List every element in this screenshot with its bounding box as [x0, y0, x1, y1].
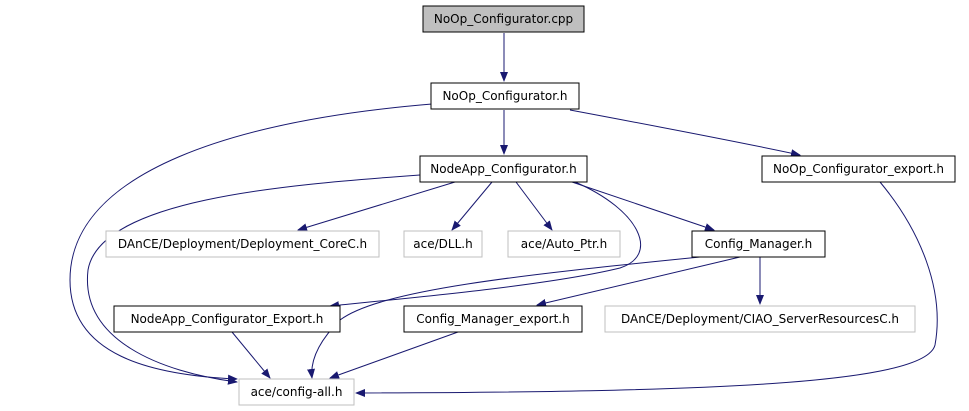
node-box [507, 230, 621, 258]
node-config-manager-export-h[interactable]: Config_Manager_export.h [403, 305, 583, 333]
node-label: DAnCE/Deployment/Deployment_CoreC.h [118, 237, 367, 251]
edge-nodeapp_h-to-nodeapp_export_h [329, 181, 641, 310]
node-label: NodeApp_Configurator.h [430, 162, 576, 176]
edges-layer [69, 33, 938, 397]
node-ciao-server-resources-h[interactable]: DAnCE/Deployment/CIAO_ServerResourcesC.h [604, 305, 916, 333]
node-noop-export-h[interactable]: NoOp_Configurator_export.h [761, 155, 956, 183]
node-ace-dll-h[interactable]: ace/DLL.h [403, 230, 483, 258]
node-label: Config_Manager.h [705, 237, 812, 251]
edge-config_manager_h-to-ace_config_all_h [307, 256, 701, 379]
edge-nodeapp_export_h-to-ace_config_all_h [231, 331, 271, 379]
edge-nodeapp_h-to-ace_dll_h [451, 181, 493, 231]
node-box [105, 230, 380, 258]
node-box [430, 82, 580, 110]
node-ace-auto-ptr-h[interactable]: ace/Auto_Ptr.h [507, 230, 621, 258]
node-label: NoOp_Configurator.h [442, 89, 567, 103]
edge-nodeapp_h-to-ace_auto_ptr_h [515, 181, 553, 231]
node-nodeapp-export-h[interactable]: NodeApp_Configurator_Export.h [113, 305, 341, 333]
node-box [403, 230, 483, 258]
edge-nodeapp_h-to-config_manager_h [571, 181, 715, 231]
node-box [691, 230, 826, 258]
node-nodeapp-h[interactable]: NodeApp_Configurator.h [419, 155, 588, 183]
node-noop-h[interactable]: NoOp_Configurator.h [430, 82, 580, 110]
node-box [419, 155, 588, 183]
edge-nodeapp_h-to-deployment_corec_h [297, 181, 456, 232]
edge-noop_h-to-ace_config_all_h [69, 103, 433, 383]
node-box [604, 305, 916, 333]
nodes-layer: NoOp_Configurator.cppNoOp_Configurator.h… [105, 5, 956, 406]
edge-noop_h-to-noop_export_h [569, 109, 801, 158]
node-box [422, 5, 585, 33]
edge-nodeapp_h-to-ace_config_all_h [87, 174, 421, 385]
node-label: DAnCE/Deployment/CIAO_ServerResourcesC.h [621, 312, 899, 326]
node-box [113, 305, 341, 333]
node-box [403, 305, 583, 333]
node-box [238, 378, 355, 406]
node-ace-config-all-h[interactable]: ace/config-all.h [238, 378, 355, 406]
node-label: NoOp_Configurator.cpp [434, 12, 573, 26]
node-deployment-corec-h[interactable]: DAnCE/Deployment/Deployment_CoreC.h [105, 230, 380, 258]
node-label: ace/Auto_Ptr.h [521, 237, 607, 251]
node-noop-cpp: NoOp_Configurator.cpp [422, 5, 585, 33]
node-label: ace/DLL.h [413, 237, 472, 251]
node-label: ace/config-all.h [251, 385, 343, 399]
edge-config_manager_export_h-to-ace_config_all_h [329, 331, 459, 379]
node-box [761, 155, 956, 183]
node-label: NodeApp_Configurator_Export.h [131, 312, 324, 326]
edge-noop_export_h-to-ace_config_all_h [355, 181, 938, 397]
node-config-manager-h[interactable]: Config_Manager.h [691, 230, 826, 258]
edge-config_manager_h-to-config_manager_export_h [536, 256, 741, 307]
node-label: NoOp_Configurator_export.h [773, 162, 944, 176]
node-label: Config_Manager_export.h [416, 312, 569, 326]
